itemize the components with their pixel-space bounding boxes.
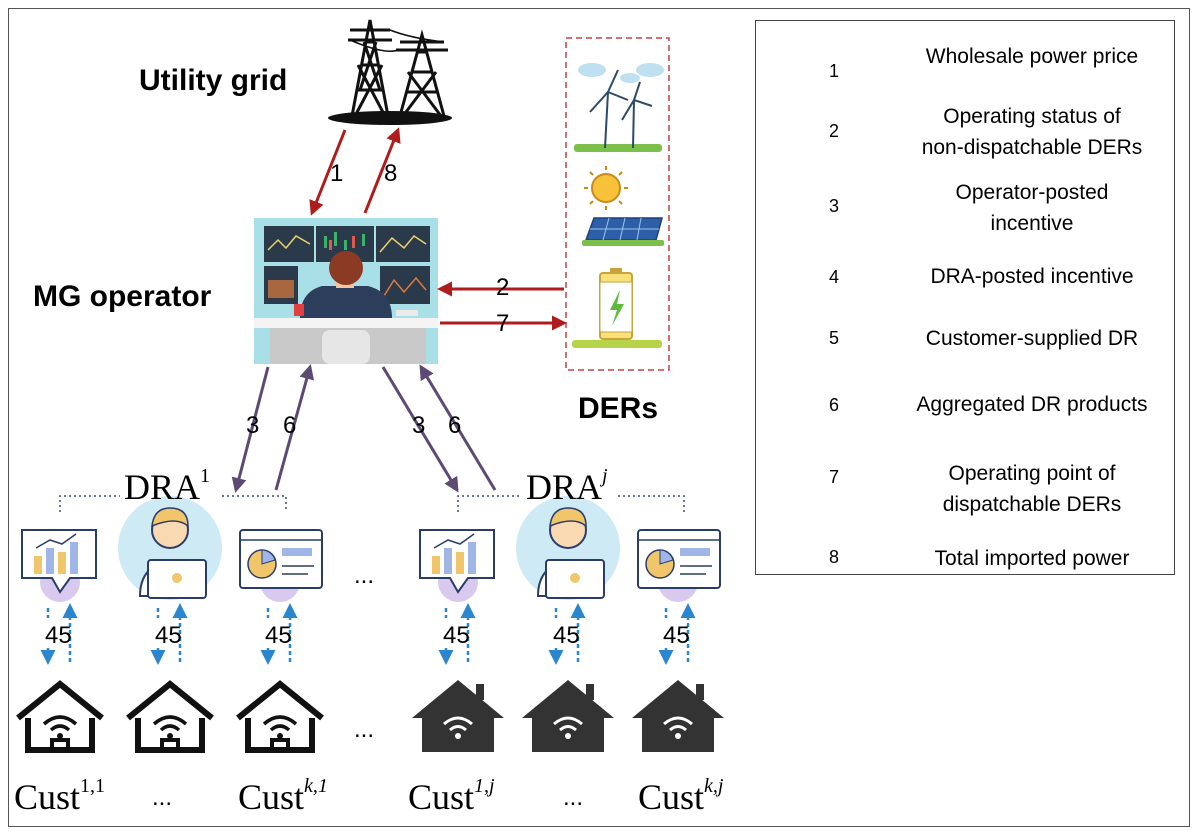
flow-3-label-draj: 3 bbox=[412, 412, 426, 439]
legend-num-2: 2 bbox=[828, 121, 841, 142]
ders-label: DERs bbox=[578, 392, 659, 425]
ellipsis-customers-j: ... bbox=[563, 784, 584, 811]
legend-num-5: 5 bbox=[828, 328, 841, 349]
customer-label-1-j: Cust1,j bbox=[408, 775, 495, 817]
flow-45-label: 45 bbox=[553, 622, 580, 649]
flow-2-label: 2 bbox=[496, 274, 510, 301]
flow-8-label: 8 bbox=[384, 160, 398, 187]
legend-num-3: 3 bbox=[828, 196, 841, 217]
legend-num-8: 8 bbox=[828, 547, 841, 568]
dra-brackets bbox=[59, 495, 685, 512]
report-document-icon bbox=[239, 529, 323, 602]
battery-icon bbox=[572, 268, 662, 348]
flow-3-arrow-draj bbox=[381, 366, 459, 493]
smart-home-icon bbox=[522, 680, 614, 752]
transmission-tower-icon bbox=[328, 19, 452, 125]
flow-7-label: 7 bbox=[496, 310, 510, 337]
smart-home-icon bbox=[236, 680, 324, 753]
flow-45-label: 45 bbox=[443, 622, 470, 649]
smart-home-icon bbox=[16, 680, 104, 753]
ellipsis-houses: ... bbox=[354, 716, 375, 743]
legend-text-4: DRA-posted incentive bbox=[930, 265, 1134, 288]
legend-text-1: Wholesale power price bbox=[925, 45, 1139, 68]
customer-label-1-1: Cust1,1 bbox=[14, 775, 106, 817]
legend-text-5: Customer-supplied DR bbox=[925, 327, 1139, 350]
legend-num-7: 7 bbox=[828, 467, 841, 488]
solar-panel-icon bbox=[582, 217, 664, 246]
smart-home-icon bbox=[632, 680, 724, 752]
legend-num-1: 1 bbox=[828, 61, 841, 82]
flow-6-label-draj: 6 bbox=[448, 412, 462, 439]
ellipsis-dra: ... bbox=[354, 562, 375, 589]
dra-j-label: DRAj bbox=[526, 465, 608, 507]
customer-label-k-j: Custk,j bbox=[638, 775, 724, 817]
diagram-frame bbox=[8, 8, 1190, 827]
dra-agent-avatar-icon bbox=[516, 496, 620, 600]
sun-icon bbox=[584, 166, 628, 210]
mg-operator-label: MG operator bbox=[33, 280, 212, 313]
flow-45-label: 45 bbox=[155, 622, 182, 649]
smart-home-icon bbox=[126, 680, 214, 753]
utility-grid-label: Utility grid bbox=[139, 64, 288, 97]
legend-num-4: 4 bbox=[828, 267, 841, 288]
flow-1-arrow bbox=[309, 129, 347, 216]
flow-45-label: 45 bbox=[663, 622, 690, 649]
operator-workstation-icon bbox=[254, 218, 438, 364]
flow-45-label: 45 bbox=[45, 622, 72, 649]
ellipsis-customers-1: ... bbox=[152, 784, 173, 811]
wind-turbine-icon bbox=[574, 63, 664, 152]
flow-8-arrow bbox=[363, 127, 401, 214]
flow-1-label: 1 bbox=[330, 160, 344, 187]
dra-agent-avatar-icon bbox=[118, 496, 222, 600]
flow-6-arrow-draj bbox=[419, 364, 497, 491]
flow-3-label-dra1: 3 bbox=[246, 412, 260, 439]
dra-1-label: DRA1 bbox=[124, 465, 211, 507]
legend-num-6: 6 bbox=[828, 395, 841, 416]
analytics-bubble-icon bbox=[21, 529, 97, 602]
flow-3-arrow-dra1 bbox=[231, 366, 270, 493]
flow-6-arrow-dra1 bbox=[274, 364, 315, 491]
ders-box bbox=[565, 37, 670, 371]
customer-label-k-1: Custk,1 bbox=[238, 775, 328, 817]
legend-text-6: Aggregated DR products bbox=[916, 393, 1148, 416]
flow-6-label-dra1: 6 bbox=[283, 412, 297, 439]
flow-45-label: 45 bbox=[265, 622, 292, 649]
smart-home-icon bbox=[412, 680, 504, 752]
analytics-bubble-icon bbox=[419, 529, 495, 602]
legend-box: 1 Wholesale power price 2 Operating stat… bbox=[755, 20, 1175, 575]
legend-text-8: Total imported power bbox=[934, 547, 1130, 570]
report-document-icon bbox=[637, 529, 721, 602]
